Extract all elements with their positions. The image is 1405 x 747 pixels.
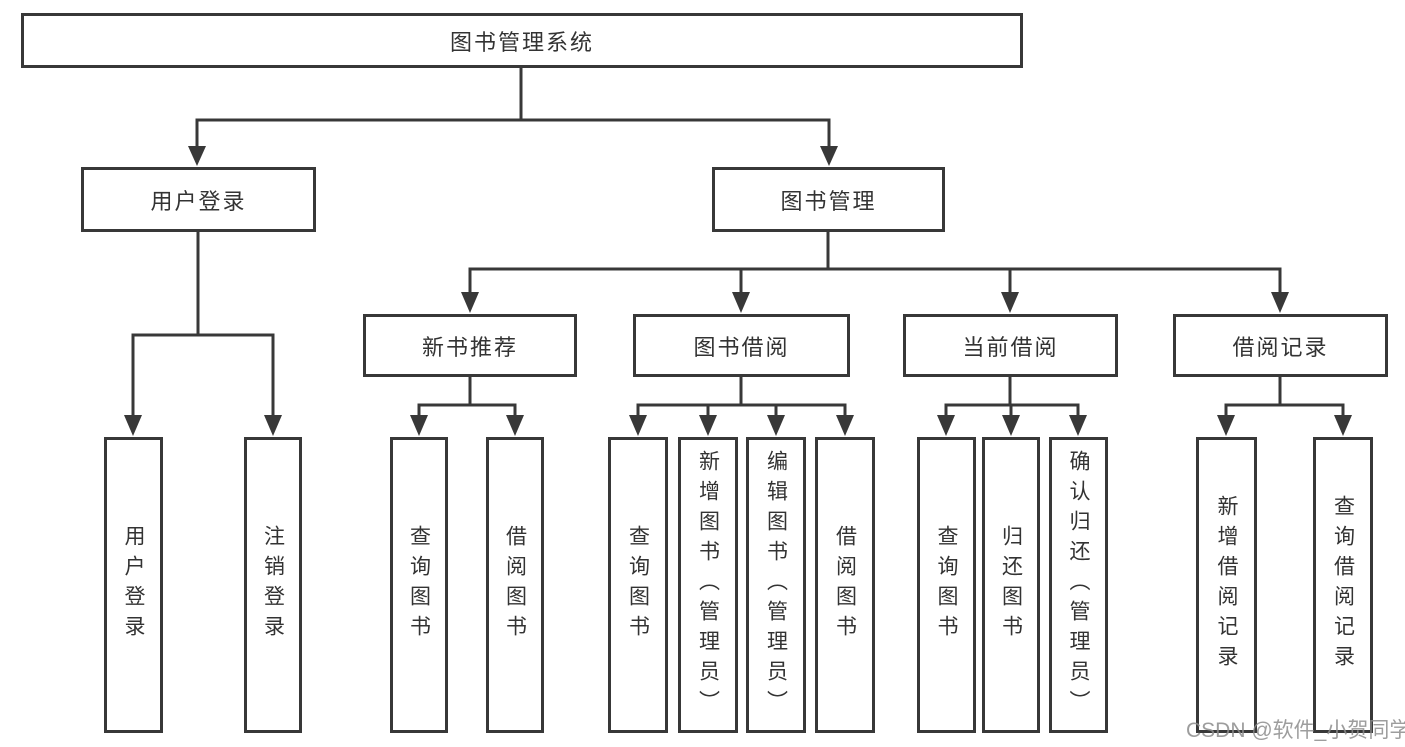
leaf-user-login: 用户登录 [104,437,163,733]
node-root: 图书管理系统 [21,13,1023,68]
node-label: 借阅图书 [503,525,527,645]
leaf-newbook-query-books: 查询图书 [390,437,448,733]
leaf-current-query-books: 查询图书 [917,437,976,733]
node-label: 用户登录 [150,188,247,214]
node-new-book-recommend: 新书推荐 [363,314,577,377]
leaf-logout: 注销登录 [244,437,302,733]
node-label: 用户登录 [122,525,145,645]
node-label: 当前借阅 [962,334,1059,360]
node-current-borrow: 当前借阅 [903,314,1118,377]
csdn-watermark: CSDN @软件_小贺同学 [1186,719,1405,742]
node-label: 归还图书 [999,525,1023,645]
leaf-current-confirm-return-admin: 确认归还（管理员） [1049,437,1108,733]
node-label: 借阅图书 [833,525,857,645]
node-label: 新书推荐 [421,334,518,360]
node-label: 查询借阅记录 [1331,495,1355,675]
leaf-records-query-record: 查询借阅记录 [1313,437,1373,733]
node-label: 查询图书 [935,525,958,645]
node-label: 确认归还（管理员） [1067,450,1090,720]
node-label: 新增借阅记录 [1215,495,1238,675]
leaf-current-return-books: 归还图书 [982,437,1040,733]
leaf-records-add-record: 新增借阅记录 [1196,437,1257,733]
leaf-borrow-edit-books-admin: 编辑图书（管理员） [746,437,806,733]
node-label: 编辑图书（管理员） [764,450,788,720]
node-label: 新增图书（管理员） [696,450,720,720]
node-borrow-records: 借阅记录 [1173,314,1388,377]
node-label: 借阅记录 [1232,334,1329,360]
node-label: 图书管理系统 [449,29,594,55]
node-label: 图书借阅 [693,334,790,360]
node-label: 注销登录 [261,525,285,645]
leaf-borrow-query-books: 查询图书 [608,437,668,733]
node-label: 图书管理 [780,188,877,214]
leaf-borrow-borrow-books: 借阅图书 [815,437,875,733]
node-user-login: 用户登录 [81,167,316,232]
node-book-borrow: 图书借阅 [633,314,850,377]
arrowhead-icons [124,146,1352,436]
leaf-borrow-add-books-admin: 新增图书（管理员） [678,437,738,733]
node-label: 查询图书 [407,525,431,645]
node-label: 查询图书 [626,525,650,645]
leaf-newbook-borrow-books: 借阅图书 [486,437,544,733]
node-book-management: 图书管理 [712,167,945,232]
